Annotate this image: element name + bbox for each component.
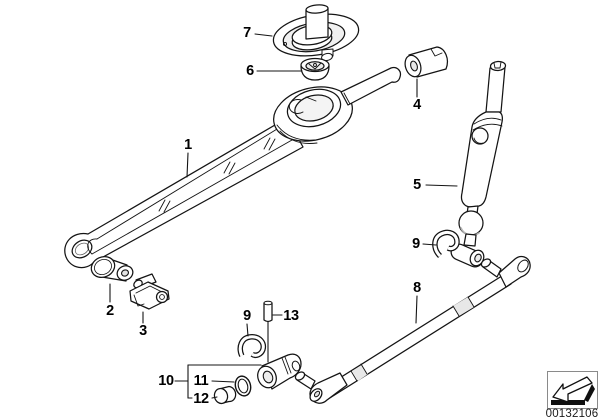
part-11-o-ring <box>233 374 253 397</box>
part-10-coupling <box>255 354 302 390</box>
callout-3[interactable]: 3 <box>139 322 147 339</box>
direction-arrow-icon <box>547 371 598 409</box>
callout-9-left[interactable]: 9 <box>243 307 251 324</box>
callout-5[interactable]: 5 <box>413 176 421 193</box>
part-3-bracket <box>130 274 169 309</box>
part-13-pin <box>264 301 272 321</box>
part-9-clip-left <box>239 335 264 358</box>
part-6-bearing-cup <box>301 59 329 81</box>
callout-10[interactable]: 10 <box>158 372 174 389</box>
part-4-rubber-stop <box>402 47 447 79</box>
callout-11[interactable]: 11 <box>193 372 209 389</box>
callout-8[interactable]: 8 <box>413 279 421 296</box>
callout-1[interactable]: 1 <box>184 136 192 153</box>
callout-13[interactable]: 13 <box>283 307 299 324</box>
document-number: 00132106 <box>545 408 599 420</box>
part-1-shift-arm <box>65 68 401 268</box>
leader-lines <box>110 34 457 398</box>
callout-7[interactable]: 7 <box>243 24 251 41</box>
part-7-boot <box>270 4 361 62</box>
part-9-clip-right <box>435 232 457 256</box>
part-12-bush <box>213 387 236 405</box>
callout-9-right[interactable]: 9 <box>412 235 420 252</box>
part-8-selector-rod <box>294 257 531 404</box>
part-5-gear-lever <box>459 61 506 268</box>
callout-4[interactable]: 4 <box>413 96 421 113</box>
callout-6[interactable]: 6 <box>246 62 254 79</box>
part-2-bushing <box>88 253 135 283</box>
direction-stamp <box>547 371 598 409</box>
callout-12[interactable]: 12 <box>193 390 209 407</box>
callout-2[interactable]: 2 <box>106 302 114 319</box>
